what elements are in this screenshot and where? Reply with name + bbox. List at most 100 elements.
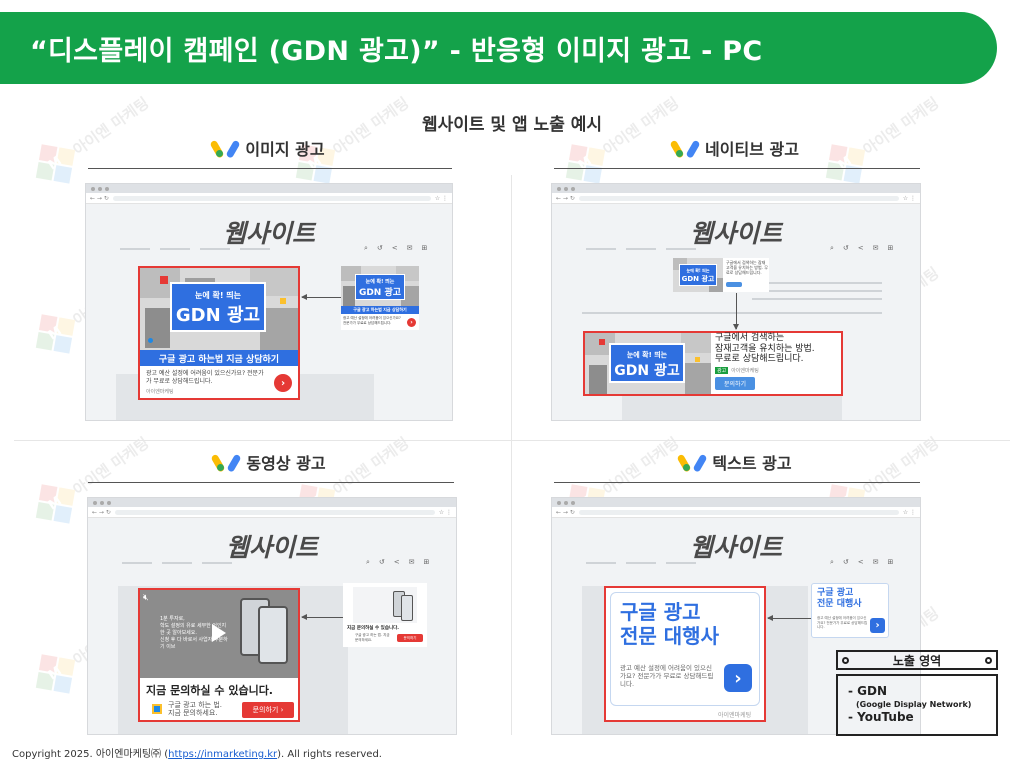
nav-placeholder	[160, 248, 190, 250]
google-ads-icon	[209, 139, 241, 159]
browser-addressbar: ← → ↻ ☆ ⋮	[88, 507, 456, 518]
heading-label: 동영상 광고	[246, 454, 326, 473]
chevron-right-icon[interactable]: ›	[407, 318, 416, 327]
heading-image-ad: 이미지 광고	[88, 136, 452, 160]
video-ad-large[interactable]: 🔇︎ 1분 투자로, 학도 설정의 유료 세부한 어인지 한 곳 알아보세요. …	[138, 588, 300, 722]
ad-body: 구글에서 검색하는 잠재고객을 유치하는 방법. 무료로 상담해드립니다.	[715, 333, 815, 364]
nav-placeholder	[666, 562, 696, 564]
star-icon: ☆ ⋮	[434, 194, 448, 202]
website-label: 웹사이트	[222, 219, 315, 248]
native-ad-large[interactable]: 눈에 확! 띄는 GDN 광고 구글에서 검색하는 잠재고객을 유치하는 방법.…	[583, 331, 843, 396]
legend-networks: - GDN (Google Display Network) - YouTube	[836, 674, 998, 736]
image-ad-large[interactable]: 눈에 확! 띄는 GDN 광고 구글 광고 하는법 지금 상담하기 광고 예산 …	[138, 266, 300, 400]
ad-cta-strip: 구글 광고 하는법 지금 상담하기	[140, 350, 298, 366]
heading-label: 텍스트 광고	[712, 454, 792, 473]
ad-headline: 구글 광고 전문 대행사	[817, 588, 862, 609]
inquire-button[interactable]	[726, 282, 742, 287]
heading-underline	[554, 168, 920, 169]
ad-advertiser: 아이엔마케팅	[731, 368, 759, 374]
watermark-logo-icon: M	[35, 654, 76, 694]
text-ad-large[interactable]: 구글 광고 전문 대행사 광고 예산 설정에 어려움이 있으신가요? 전문가가 …	[604, 586, 766, 722]
play-icon[interactable]	[212, 624, 226, 642]
ad-headline-card: 눈에 확! 띄는 GDN 광고	[609, 343, 685, 383]
advertiser-logo-icon	[152, 704, 162, 714]
text-placeholder	[752, 298, 882, 300]
site-icons: ⌕↺<✉⊞	[830, 244, 894, 252]
page-title: “디스플레이 캠페인 (GDN 광고)” - 반응형 이미지 광고 - PC	[30, 35, 763, 67]
browser-titlebar	[86, 184, 452, 193]
chevron-right-icon[interactable]: ›	[870, 618, 885, 633]
site-icons: ⌕↺<✉⊞	[830, 558, 894, 566]
ad-advertiser: 아이엔마케팅	[146, 389, 174, 395]
ad-headline: 지금 문의하실 수 있습니다.	[146, 684, 273, 697]
nav-placeholder	[626, 562, 656, 564]
mute-icon[interactable]: 🔇︎	[143, 593, 149, 603]
url-field	[578, 509, 899, 515]
browser-titlebar	[88, 498, 456, 507]
watermark-logo-icon: M	[35, 144, 76, 184]
website-label: 웹사이트	[689, 533, 782, 562]
nav-arrows-icon: ← → ↻	[92, 508, 111, 516]
header-banner: “디스플레이 캠페인 (GDN 광고)” - 반응형 이미지 광고 - PC	[0, 12, 997, 84]
star-icon: ☆ ⋮	[902, 194, 916, 202]
heading-native-ad: 네이티브 광고	[554, 136, 920, 160]
site-icons: ⌕↺<✉⊞	[366, 558, 430, 566]
watermark-logo-icon: M	[35, 314, 76, 354]
nav-placeholder	[586, 248, 616, 250]
ad-advertiser: 아이엔마케팅	[718, 712, 752, 719]
ad-headline-card: 눈에 확! 띄는 GDN 광고	[170, 282, 266, 332]
browser-addressbar: ← → ↻☆ ⋮	[552, 507, 920, 518]
ad-headline-card: 눈에 확! 띄는 GDN 광고	[679, 264, 717, 286]
nav-arrows-icon: ← → ↻	[90, 194, 109, 202]
ad-body: 구글에서 검색하는 잠재고객을 유치하는 방법. 무료로 상담해드립니다.	[726, 260, 768, 275]
ad-body: 구글 광고 하는 법. 지금 문의하세요.	[168, 701, 222, 717]
ad-frame	[610, 592, 760, 706]
browser-addressbar: ← → ↻ ☆ ⋮	[552, 193, 920, 204]
heading-label: 이미지 광고	[245, 140, 325, 159]
horizontal-divider	[14, 440, 1010, 441]
inquire-button[interactable]: 문의하기	[715, 377, 755, 390]
chevron-right-icon[interactable]: ›	[724, 664, 752, 692]
url-field	[112, 195, 431, 201]
network-gdn: - GDN	[848, 684, 888, 698]
bullet-icon	[985, 657, 992, 664]
arrow-left-icon	[767, 615, 811, 621]
nav-arrows-icon: ← → ↻	[556, 194, 575, 202]
text-ad-small[interactable]: 구글 광고 전문 대행사 광고 예산 설정에 어려움이 있으신가요? 전문가가 …	[811, 583, 889, 638]
inquire-button[interactable]: 문의하기	[397, 634, 423, 642]
arrow-left-icon	[301, 614, 343, 620]
bullet-icon	[842, 657, 849, 664]
nav-placeholder	[240, 248, 270, 250]
ad-body: 광고 예산 설정에 어려움이 있으신가요? 전문가가 무료로 상담해드립니다.	[620, 664, 714, 688]
chevron-right-icon[interactable]: ›	[274, 374, 292, 392]
native-ad-small[interactable]: 눈에 확! 띄는 GDN 광고 구글에서 검색하는 잠재고객을 유치하는 방법.…	[673, 258, 769, 292]
image-ad-small[interactable]: 눈에 확! 띄는 GDN 광고 구글 광고 하는법 지금 상담하기 광고 예산 …	[341, 266, 419, 330]
ad-badge: 광고	[715, 367, 729, 374]
network-gdn-full: (Google Display Network)	[856, 700, 972, 709]
ad-body: 광고 예산 설정에 어려움이 있으신가요? 전문가가 무료로 상담해드립니다.	[343, 316, 401, 325]
heading-video-ad: 동영상 광고	[88, 450, 454, 474]
ad-body: 광고 예산 설정에 어려움이 있으신가요? 전문가가 무료로 상담해드립니다.	[817, 616, 868, 629]
nav-arrows-icon: ← → ↻	[556, 508, 575, 516]
star-icon: ☆ ⋮	[438, 508, 452, 516]
nav-placeholder	[202, 562, 232, 564]
video-ad-small[interactable]: 지금 문의하실 수 있습니다. 구글 광고 하는 법. 지금 문의하세요. 문의…	[343, 583, 427, 647]
ad-body: 구글 광고 하는 법. 지금 문의하세요.	[355, 633, 390, 642]
website-label: 웹사이트	[225, 533, 318, 562]
nav-placeholder	[666, 248, 696, 250]
website-link[interactable]: https://inmarketing.kr	[168, 749, 278, 760]
nav-placeholder	[626, 248, 656, 250]
url-field	[114, 509, 435, 515]
content-placeholder	[622, 396, 842, 420]
ad-headline: 구글 광고 전문 대행사	[620, 600, 719, 648]
ad-body: 광고 예산 설정에 어려움이 있으신가요? 전문가가 무료로 상담해드립니다.	[146, 370, 264, 385]
nav-placeholder	[122, 562, 152, 564]
google-ads-icon	[669, 139, 701, 159]
video-player[interactable]: 🔇︎ 1분 투자로, 학도 설정의 유료 세부한 어인지 한 곳 알아보세요. …	[140, 590, 298, 678]
heading-underline	[88, 168, 452, 169]
phone-illustration	[258, 606, 288, 664]
ad-headline: 지금 문의하실 수 있습니다.	[347, 626, 399, 631]
nav-placeholder	[200, 248, 230, 250]
inquire-button[interactable]: 문의하기 ›	[242, 702, 294, 718]
